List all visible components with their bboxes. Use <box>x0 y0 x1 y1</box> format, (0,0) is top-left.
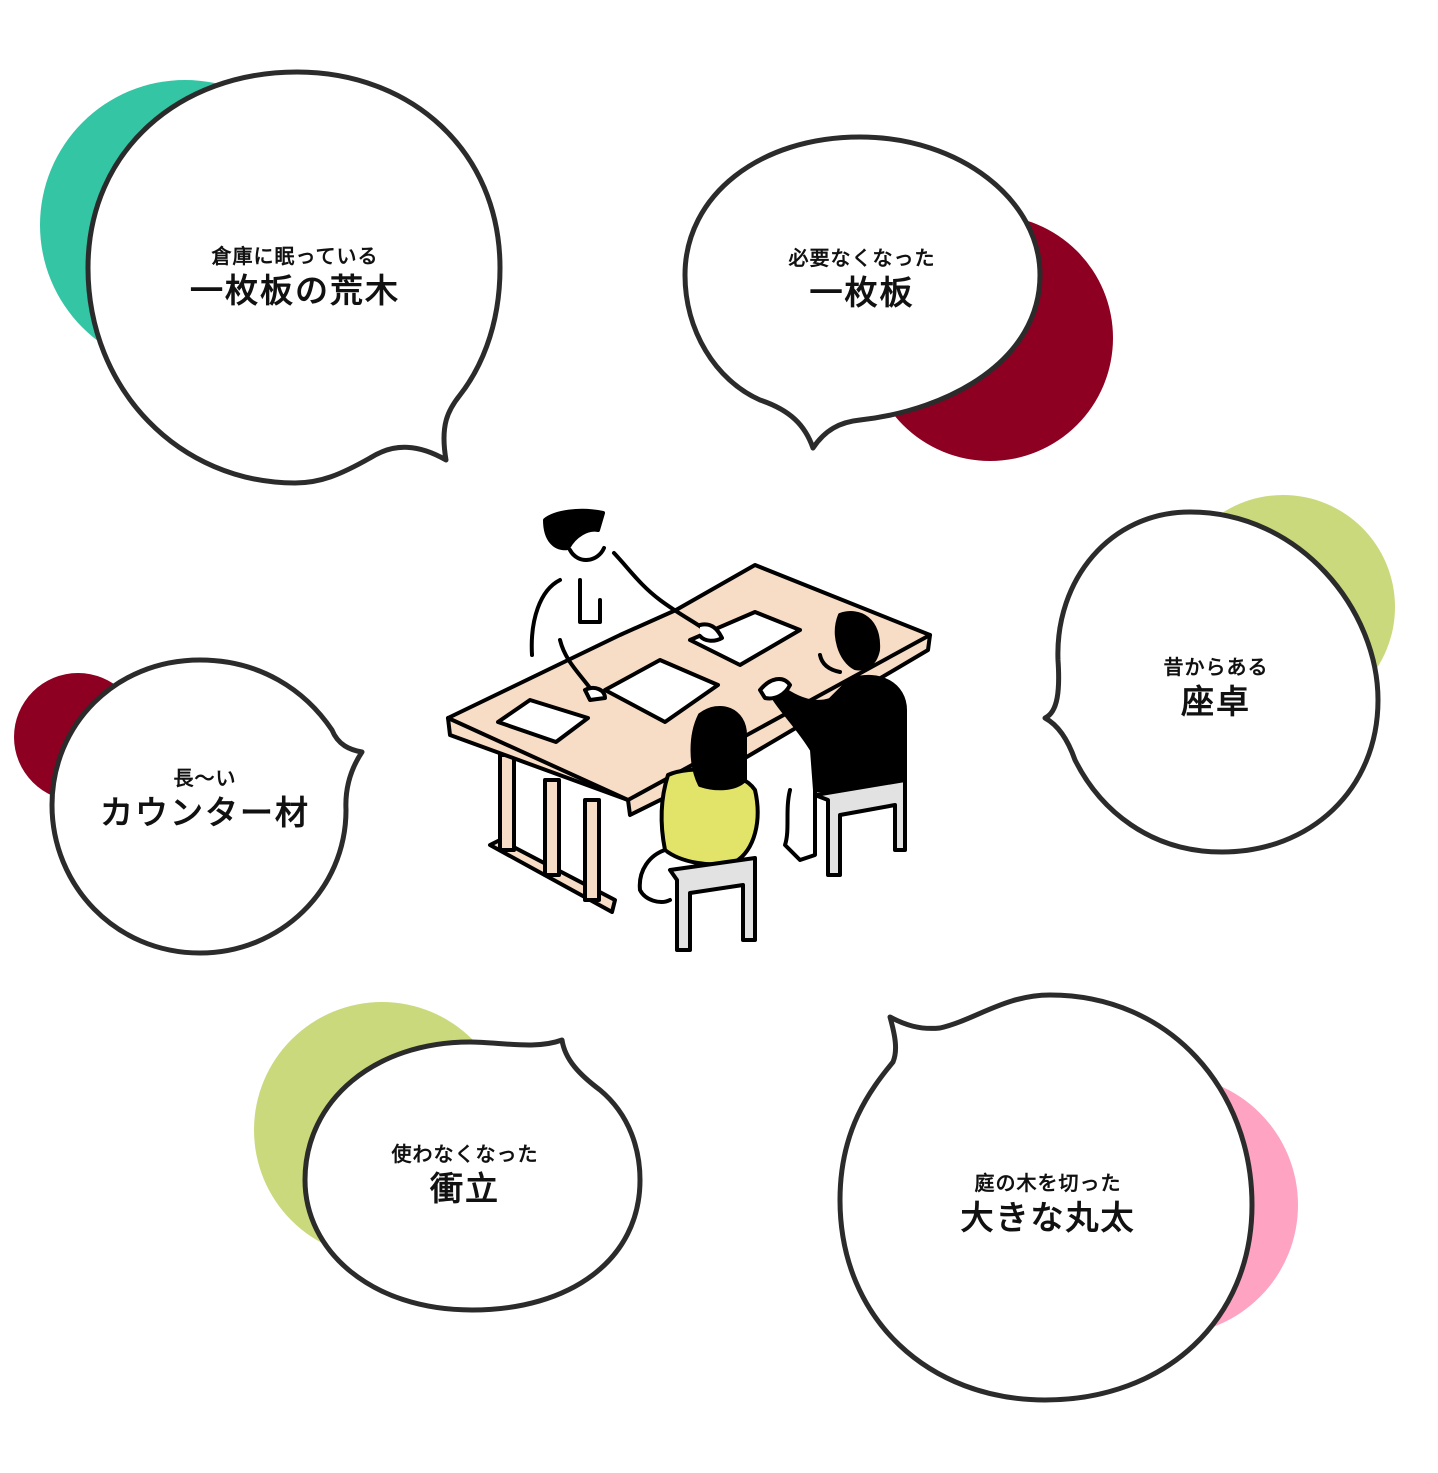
paper-1 <box>496 698 590 744</box>
staff-person <box>529 508 724 702</box>
bubble-5-subtitle: 使わなくなった <box>391 1142 539 1166</box>
bubble-5-title: 衝立 <box>430 1169 500 1208</box>
consultation-illustration <box>446 508 932 952</box>
bubble-2-text: 必要なくなった 一枚板 <box>789 246 936 315</box>
bubble-4-subtitle: 長～い <box>173 766 237 790</box>
customer-man <box>758 611 907 877</box>
bubble-5-text: 使わなくなった 衝立 <box>392 1142 539 1211</box>
bubble-6-text: 庭の木を切った 大きな丸太 <box>961 1171 1136 1240</box>
customer-woman <box>637 705 760 952</box>
bubble-4-text: 長～い カウンター材 <box>100 766 310 835</box>
speech-bubble-4 <box>49 657 365 956</box>
bubble-2-subtitle: 必要なくなった <box>788 246 936 270</box>
speech-bubble-1 <box>85 69 503 486</box>
speech-bubble-5 <box>302 1037 643 1313</box>
speech-bubble-2 <box>682 134 1043 451</box>
bubble-1-text: 倉庫に眠っている 一枚板の荒木 <box>190 244 400 313</box>
bubble-3-subtitle: 昔からある <box>1163 655 1269 679</box>
paper-2 <box>603 658 720 724</box>
paper-3 <box>688 610 802 667</box>
speech-bubble-6 <box>837 992 1255 1403</box>
bubble-2-title: 一枚板 <box>809 273 915 312</box>
bubble-1-subtitle: 倉庫に眠っている <box>211 244 379 268</box>
bubble-4-title: カウンター材 <box>100 793 310 832</box>
bubble-6-subtitle: 庭の木を切った <box>974 1171 1122 1195</box>
bubble-3-text: 昔からある 座卓 <box>1164 655 1269 724</box>
bubble-1-title: 一枚板の荒木 <box>190 271 400 310</box>
bubble-3-title: 座卓 <box>1181 682 1251 721</box>
speech-bubble-3 <box>1042 509 1381 855</box>
bubble-6-title: 大きな丸太 <box>960 1198 1136 1237</box>
